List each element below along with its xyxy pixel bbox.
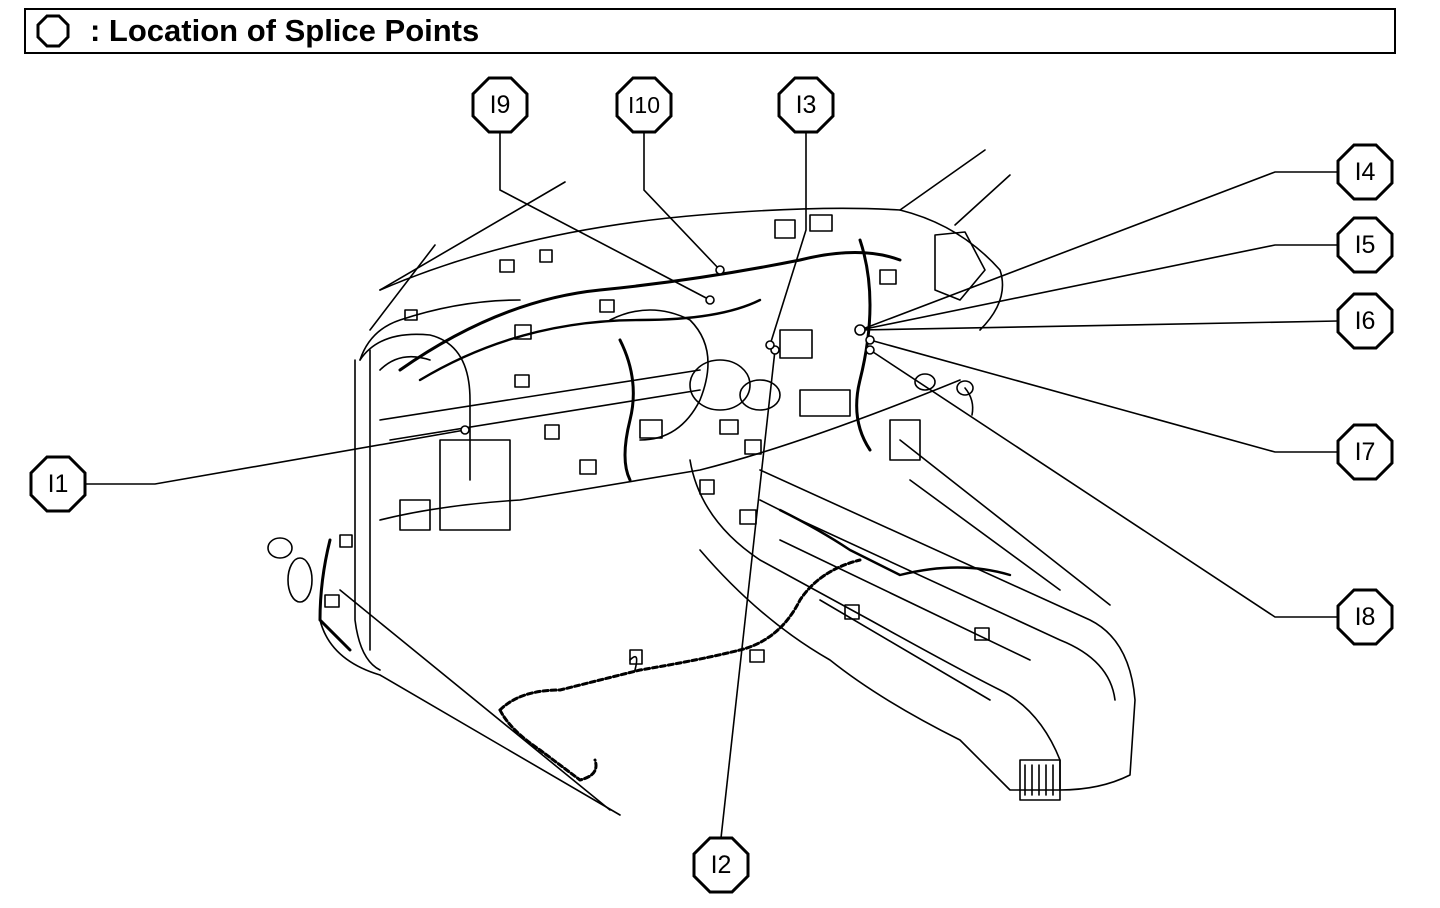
leader-lines [85,132,1339,839]
callout-i5: I5 [1336,216,1394,274]
callout-label: I8 [1355,603,1376,631]
callout-label: I2 [711,851,732,879]
splice-point-i10 [715,265,725,275]
leader-line-i5 [859,244,1338,331]
leader-line-i8 [869,349,1338,618]
callout-i9: I9 [471,76,529,134]
leader-line-i4 [859,171,1338,331]
callout-i6: I6 [1336,292,1394,350]
splice-points [460,265,875,435]
callout-label: I6 [1355,307,1376,335]
splice-point-i8 [865,345,875,355]
leader-line-i2 [720,349,776,839]
callout-label: I9 [490,91,511,119]
leader-line-i6 [859,320,1339,331]
callout-i4: I4 [1336,143,1394,201]
callout-i10: I10 [615,76,673,134]
callout-label: I10 [628,92,660,118]
callout-i7: I7 [1336,423,1394,481]
callout-label: I7 [1355,438,1376,466]
splice-point-i9 [705,295,715,305]
callout-label: I5 [1355,231,1376,259]
callout-i1: I1 [29,455,87,513]
legend-header: : Location of Splice Points [24,8,1396,54]
leader-line-i9 [499,132,711,301]
leader-line-i10 [643,132,721,271]
callout-i2: I2 [692,836,750,894]
splice-point-i4-i6 [854,324,866,336]
callout-label: I4 [1355,158,1376,186]
octagon-icon [36,14,70,48]
page-title: : Location of Splice Points [90,13,480,48]
splice-point-i3 [765,340,775,350]
leader-line-i3 [769,132,807,346]
callout-label: I1 [48,470,69,498]
leader-line-i7 [869,339,1338,453]
splice-point-i1 [460,425,470,435]
callout-i3: I3 [777,76,835,134]
leader-line-i1 [85,429,466,485]
callout-label: I3 [796,91,817,119]
splice-point-i7 [865,335,875,345]
callout-i8: I8 [1336,588,1394,646]
